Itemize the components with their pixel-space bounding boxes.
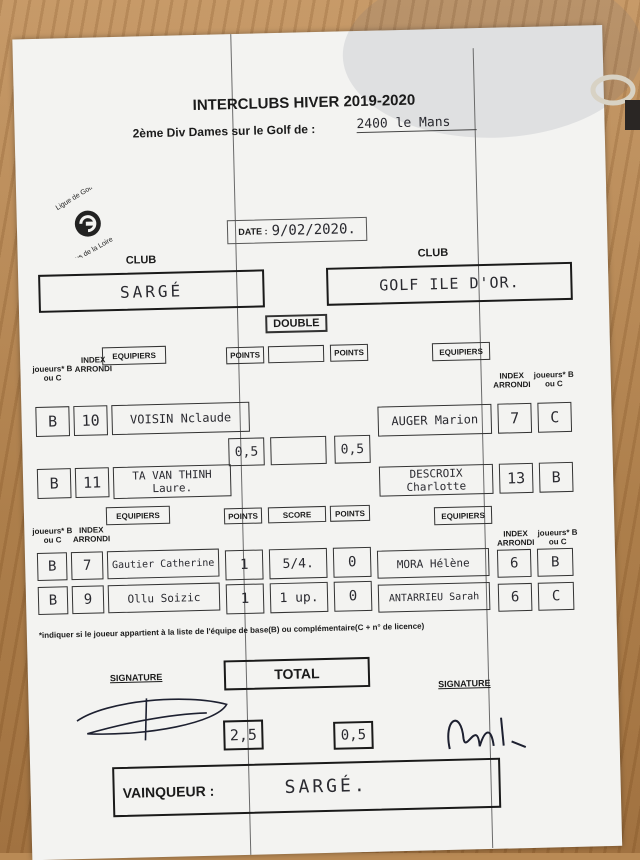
- single-1-right-type: B: [536, 547, 574, 577]
- single-1-right-name: MORA Hélène: [376, 547, 490, 579]
- singles-score-header: SCORE: [267, 505, 327, 524]
- singles-index-label-left: INDEX ARRONDI: [72, 525, 111, 545]
- footnote: *indiquer si le joueur appartient à la l…: [38, 621, 425, 640]
- singles-equipiers-right: EQUIPIERS: [433, 505, 493, 526]
- double-right-index-1: 7: [497, 402, 533, 434]
- winner-value: SARGÉ.: [284, 774, 368, 799]
- double-left-type-1: B: [35, 406, 71, 437]
- signature-label-left: SIGNATURE: [109, 671, 163, 684]
- double-right-name-2: DESCROIX Charlotte: [378, 463, 494, 497]
- double-left-index-2: 11: [74, 467, 110, 499]
- double-right-name-1: AUGER Marion: [377, 403, 493, 437]
- single-2-left-points: 1: [225, 583, 265, 615]
- logo-text-bottom: Pays de la Loire: [67, 236, 114, 258]
- double-right-points: 0,5: [334, 434, 371, 464]
- double-points-right-header: POINTS: [329, 343, 369, 362]
- club-label-right: CLUB: [417, 246, 449, 260]
- single-1-score: 5/4.: [268, 547, 328, 580]
- double-left-points: 0,5: [228, 437, 265, 467]
- single-1-right-index: 6: [496, 548, 532, 578]
- single-2-left-type: B: [37, 586, 69, 615]
- singles-points-right-header: POINTS: [329, 504, 371, 522]
- single-2-left-index: 9: [71, 585, 105, 615]
- date-box: DATE : 9/02/2020.: [226, 216, 368, 245]
- double-left-name-1: VOISIN Nclaude: [111, 401, 250, 436]
- total-left-value-box: 2,5: [223, 719, 264, 751]
- golf-logo-icon: Ligue de Golf Pays de la Loire: [55, 184, 115, 267]
- double-left-name-2: TA VAN THINH Laure.: [112, 464, 232, 500]
- ligue-golf-logo: Ligue de Golf Pays de la Loire: [52, 184, 124, 267]
- signature-scribble-right: [447, 717, 527, 750]
- date-value: 9/02/2020.: [271, 221, 357, 240]
- winner-box: VAINQUEUR : SARGÉ.: [112, 757, 502, 818]
- total-box: TOTAL: [223, 656, 371, 691]
- total-right-value-box: 0,5: [333, 720, 374, 750]
- single-2-right-type: C: [537, 581, 575, 611]
- club-label-left: CLUB: [125, 253, 157, 267]
- singles-equipiers-left: EQUIPIERS: [105, 505, 171, 526]
- date-label: DATE :: [238, 226, 268, 237]
- double-joueurs-label-left: joueurs* B ou C: [32, 364, 73, 383]
- single-1-left-index: 7: [70, 551, 104, 581]
- key-ring-icon: [590, 74, 640, 130]
- single-2-score: 1 up.: [269, 581, 329, 614]
- single-2-right-points: 0: [333, 580, 373, 612]
- winner-label: VAINQUEUR :: [122, 782, 215, 801]
- single-1-right-points: 0: [332, 546, 372, 578]
- double-right-type-1: C: [537, 401, 573, 433]
- logo-text-top: Ligue de Golf: [55, 187, 94, 212]
- golf-name-value: 2400 le Mans: [356, 114, 477, 134]
- double-index-label-right: INDEX ARRONDI: [493, 371, 531, 390]
- singles-points-left-header: POINTS: [223, 507, 263, 525]
- subtitle-prefix: 2ème Div Dames sur le Golf de :: [132, 122, 316, 141]
- double-equipiers-right: EQUIPIERS: [431, 341, 491, 362]
- singles-joueurs-label-left: joueurs* B ou C: [32, 526, 73, 545]
- double-title: DOUBLE: [272, 317, 320, 331]
- club-name-right: GOLF ILE D'OR.: [379, 273, 520, 295]
- double-title-box: DOUBLE: [265, 313, 328, 334]
- single-1-left-points: 1: [224, 549, 264, 581]
- scorecard-paper: INTERCLUBS HIVER 2019-2020 2ème Div Dame…: [12, 0, 640, 860]
- singles-index-label-right: INDEX ARRONDI: [496, 529, 535, 548]
- single-1-left-type: B: [36, 552, 68, 581]
- double-score-header: [267, 344, 325, 364]
- single-2-right-name: ANTARRIEU Sarah: [377, 581, 491, 613]
- double-right-type-2: B: [538, 461, 574, 493]
- double-left-index-1: 10: [73, 405, 109, 437]
- double-score-value: [270, 435, 327, 466]
- double-left-type-2: B: [36, 468, 72, 499]
- club-name-left: SARGÉ: [119, 280, 184, 302]
- club-box-right: GOLF ILE D'OR.: [325, 261, 573, 306]
- double-points-left-header: POINTS: [225, 346, 265, 365]
- club-box-left: SARGÉ: [38, 269, 265, 313]
- double-index-label-left: INDEX ARRONDI: [74, 355, 113, 375]
- signature-label-right: SIGNATURE: [438, 677, 491, 690]
- singles-joueurs-label-right: joueurs* B ou C: [537, 527, 578, 547]
- total-label: TOTAL: [274, 665, 320, 683]
- single-1-left-name: Gautier Catherine: [106, 548, 220, 580]
- double-right-index-2: 13: [498, 462, 534, 494]
- single-2-right-index: 6: [497, 582, 533, 612]
- signature-scribble-left: [76, 698, 228, 741]
- double-joueurs-label-right: joueurs* B ou C: [533, 369, 574, 389]
- single-2-left-name: Ollu Soizic: [107, 582, 221, 614]
